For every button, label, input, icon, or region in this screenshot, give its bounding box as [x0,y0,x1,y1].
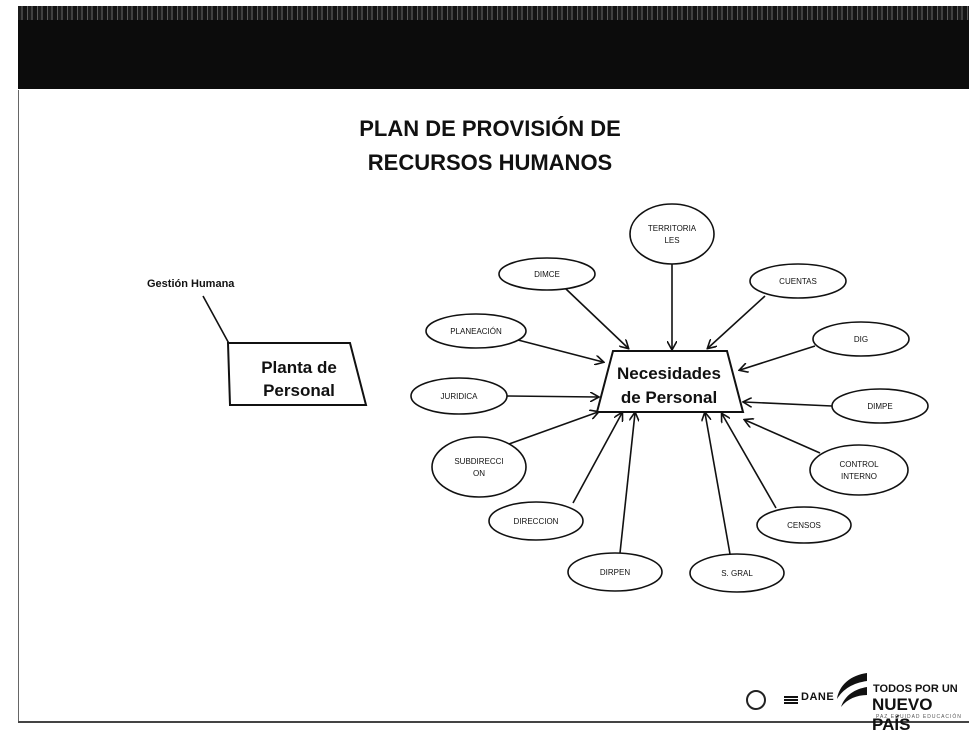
slide-frame-bottom [18,721,969,723]
arrow-subdireccion [508,412,598,445]
left-box-line-1: Planta de [261,358,337,377]
node-ellipse [629,203,715,265]
slogan-line-2: NUEVO PAÍS [872,695,933,734]
node-dimpe: DIMPE [831,388,929,424]
department-nodes: TERRITORIA LES DIMCE CUENTAS PLANEACIÓN DIG JU… [410,203,929,593]
arrow-dimpe [744,402,833,406]
node-ellipse [689,553,785,593]
node-label: S. GRAL [721,569,753,578]
node-cuentas: CUENTAS [749,263,847,299]
node-dimce: DIMCE [498,257,596,291]
node-subdireccion: SUBDIRECCI ON [431,436,527,498]
node-label: DIMCE [534,270,560,279]
node-label: CONTROL [839,460,879,469]
node-label: SUBDIRECCI [454,457,503,466]
node-label: JURIDICA [441,392,479,401]
slide-frame-left [18,90,19,722]
coat-of-arms-icon [746,690,766,710]
node-label: INTERNO [841,472,877,481]
slide-title: PLAN DE PROVISIÓN DE RECURSOS HUMANOS [300,112,680,180]
arrow-cuentas [708,295,766,348]
node-label: DIRPEN [600,568,630,577]
node-label: PLANEACIÓN [450,327,502,336]
center-box-line-2: de Personal [621,388,717,407]
node-juridica: JURIDICA [410,377,508,415]
arrow-direccion [572,413,622,504]
node-s-gral: S. GRAL [689,553,785,593]
center-box-line-1: Necesidades [617,364,721,383]
node-control-interno: CONTROL INTERNO [809,444,909,496]
dane-logo-text: DANE [801,691,835,703]
arrow-juridica [506,396,598,397]
node-label: CUENTAS [779,277,817,286]
node-ellipse [812,321,910,357]
node-label: TERRITORIA [648,224,697,233]
node-ellipse [498,257,596,291]
node-ellipse [749,263,847,299]
node-label: DIRECCION [514,517,559,526]
node-dirpen: DIRPEN [567,552,663,592]
arrow-dirpen [619,413,635,554]
node-dig: DIG [812,321,910,357]
node-label: LES [664,236,679,245]
arrow-dig [740,345,816,370]
node-ellipse [431,436,527,498]
left-box-line-2: Personal [263,381,335,400]
node-ellipse [488,501,584,541]
node-ellipse [425,313,527,349]
node-label: DIG [854,335,868,344]
node-planeacion: PLANEACIÓN [425,313,527,349]
node-label: CENSOS [787,521,821,530]
slogan-line-1: TODOS POR UN [873,683,958,695]
node-label: ON [473,469,485,478]
header-texture [18,6,969,20]
node-direccion: DIRECCION [488,501,584,541]
node-ellipse [410,377,508,415]
node-territoriales: TERRITORIA LES [629,203,715,265]
center-box: Necesidades de Personal [595,350,745,413]
node-ellipse [809,444,909,496]
source-label: Gestión Humana [147,278,235,290]
dane-logo-icon [784,696,798,704]
left-box: Planta de Personal [226,342,368,406]
node-ellipse [756,506,852,544]
connectors [202,264,833,555]
node-ellipse [831,388,929,424]
node-ellipse [567,552,663,592]
node-label: DIMPE [867,402,892,411]
title-line-1: PLAN DE PROVISIÓN DE [359,116,621,141]
swoosh-logo-icon [837,673,867,707]
node-censos: CENSOS [756,506,852,544]
arrow-planeacion [517,339,603,362]
slogan-line-3: PAZ EQUIDAD EDUCACIÓN [876,714,962,720]
arrow-s-gral [705,413,731,555]
arrow-censos [722,414,777,509]
arrow-control-interno [745,420,821,454]
arrow-dimce [565,288,628,348]
title-line-2: RECURSOS HUMANOS [367,150,613,175]
